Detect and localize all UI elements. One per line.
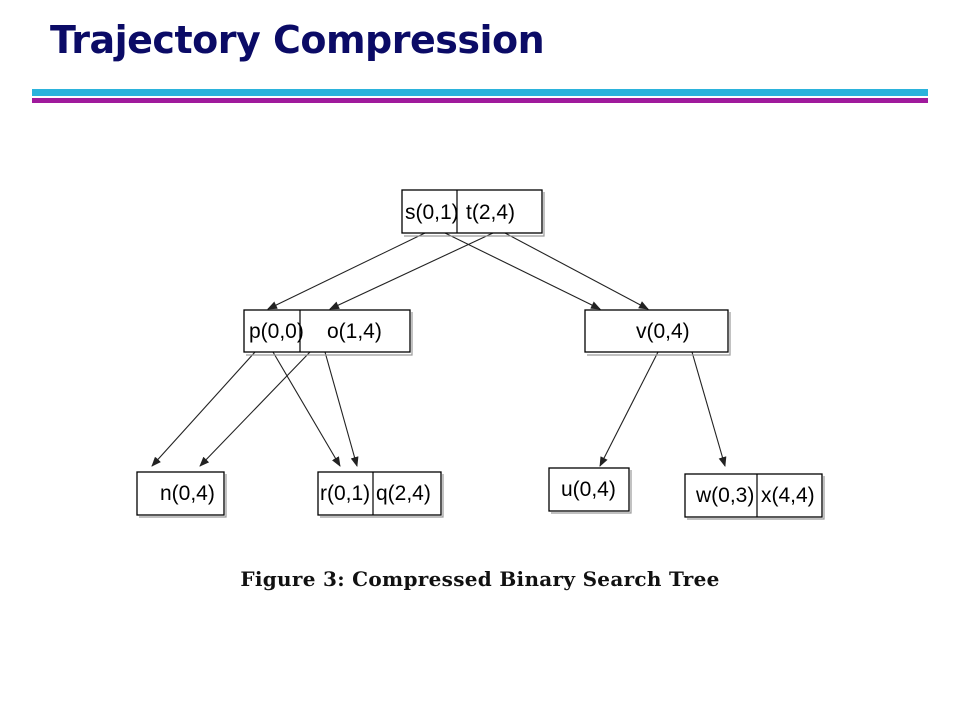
node-root-key-1: s(0,1) bbox=[405, 201, 459, 224]
node-root-key-2: t(2,4) bbox=[466, 201, 515, 224]
node-right: v(0,4) bbox=[584, 309, 731, 356]
node-right-key-1: v(0,4) bbox=[636, 320, 690, 343]
edge-o-to-q bbox=[324, 351, 359, 467]
node-rl-key-1: u(0,4) bbox=[561, 478, 616, 501]
node-left: p(0,0) o(1,4) bbox=[243, 309, 413, 356]
edge-p-to-n bbox=[151, 351, 256, 467]
node-rr-key-1: w(0,3) bbox=[695, 484, 754, 507]
title-rule-magenta bbox=[32, 98, 928, 103]
figure-caption: Figure 3: Compressed Binary Search Tree bbox=[240, 567, 720, 591]
node-rr-key-2: x(4,4) bbox=[761, 484, 815, 507]
node-leaf-rl: u(0,4) bbox=[548, 467, 632, 514]
edge-p-to-r bbox=[272, 351, 341, 467]
node-left-key-2: o(1,4) bbox=[327, 320, 382, 343]
node-leaf-lr: r(0,1) q(2,4) bbox=[317, 471, 444, 518]
edge-s-to-p bbox=[267, 232, 426, 310]
node-lr-key-1: r(0,1) bbox=[320, 482, 370, 505]
node-leaf-ll: n(0,4) bbox=[136, 471, 227, 518]
tree-edges bbox=[151, 232, 727, 467]
node-left-key-1: p(0,0) bbox=[249, 320, 304, 343]
node-lr-key-2: q(2,4) bbox=[376, 482, 431, 505]
title-rule-cyan bbox=[32, 89, 928, 96]
edge-v-to-w bbox=[691, 351, 727, 467]
edge-t-to-v bbox=[504, 232, 649, 310]
node-ll-key-1: n(0,4) bbox=[160, 482, 215, 505]
edge-s-to-v bbox=[444, 232, 601, 310]
node-root: s(0,1) t(2,4) bbox=[401, 189, 545, 237]
node-leaf-rr: w(0,3) x(4,4) bbox=[684, 473, 825, 520]
edge-t-to-o bbox=[329, 232, 494, 310]
edge-v-to-u bbox=[599, 351, 659, 467]
edge-o-to-n bbox=[199, 351, 311, 467]
slide-title: Trajectory Compression bbox=[50, 18, 545, 62]
